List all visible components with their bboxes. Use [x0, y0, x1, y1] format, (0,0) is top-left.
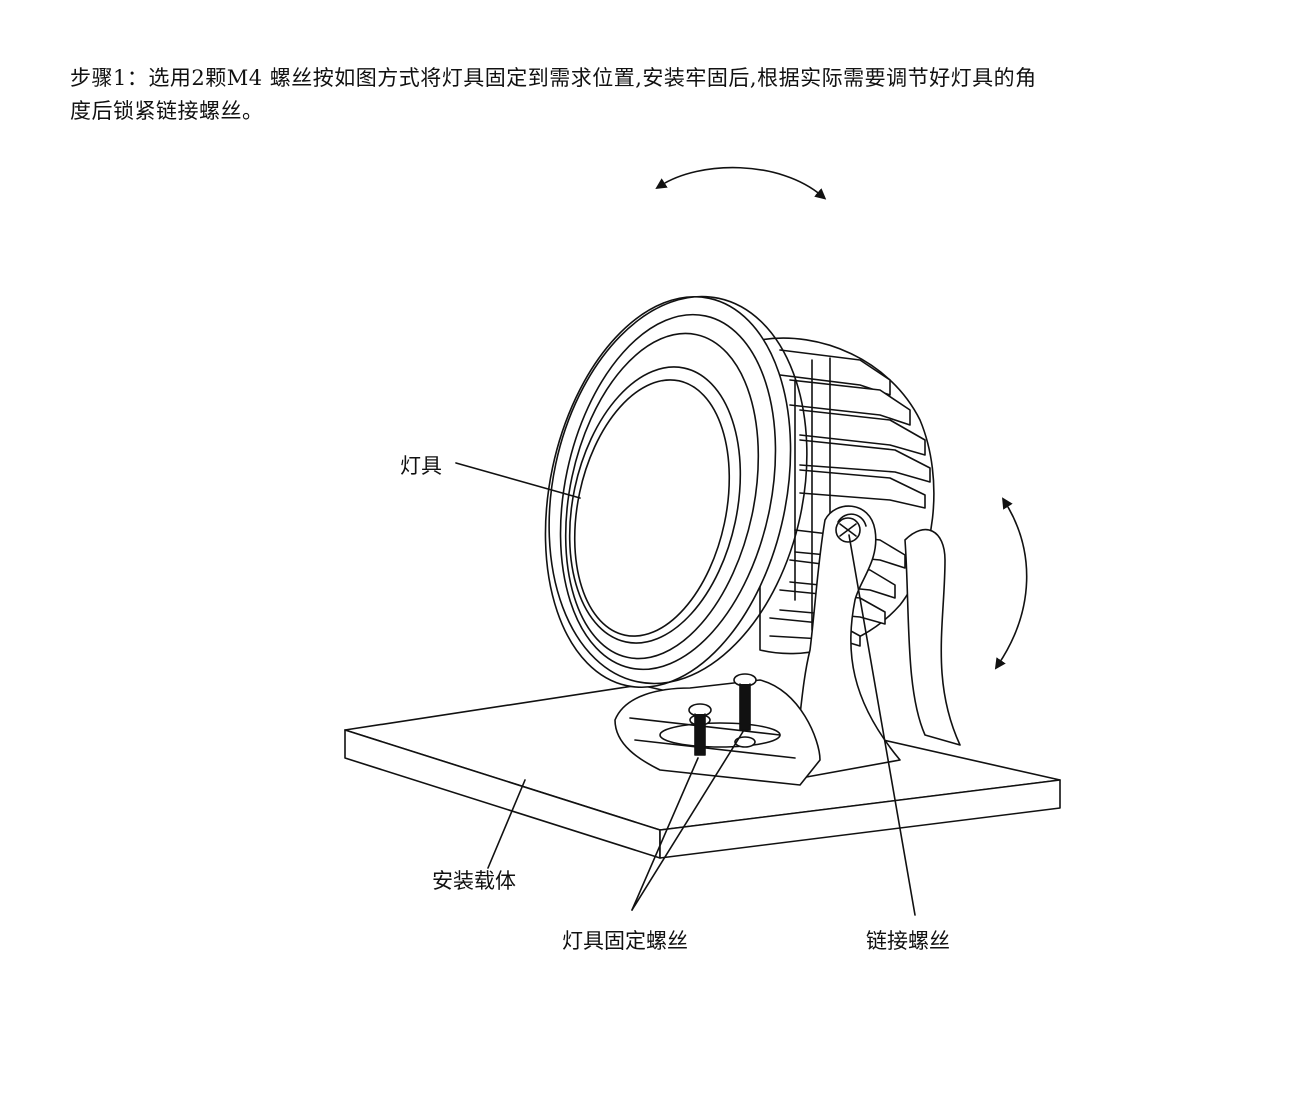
rotation-arrow-top — [655, 166, 827, 200]
bracket-base — [614, 679, 821, 786]
instruction-text: 步骤1：选用2颗M4 螺丝按如图方式将灯具固定到需求位置,安装牢固后,根据实际需… — [70, 62, 1270, 128]
instruction-line-1: 步骤1：选用2颗M4 螺丝按如图方式将灯具固定到需求位置,安装牢固后,根据实际需… — [70, 66, 1037, 90]
label-link-screw: 链接螺丝 — [866, 929, 950, 953]
leader-link-screw — [848, 534, 916, 916]
link-screw — [835, 517, 861, 543]
fixing-screw-right — [733, 673, 757, 731]
leader-fixing-screws — [631, 729, 745, 911]
label-fixing-screws: 灯具固定螺丝 — [562, 929, 688, 953]
bracket-arm-front — [789, 505, 901, 781]
rotation-arrow-right — [994, 497, 1028, 670]
label-fixture: 灯具 — [400, 454, 442, 478]
bracket-arm-back — [904, 528, 961, 746]
label-mount-surface: 安装载体 — [432, 869, 516, 893]
instruction-line-2: 度后锁紧链接螺丝。 — [70, 99, 264, 123]
leader-fixture — [455, 462, 581, 499]
fixing-screw-left — [688, 703, 712, 756]
heatsink-body — [759, 337, 935, 655]
leader-mount-surface — [487, 779, 526, 869]
lamp-head — [544, 295, 808, 689]
